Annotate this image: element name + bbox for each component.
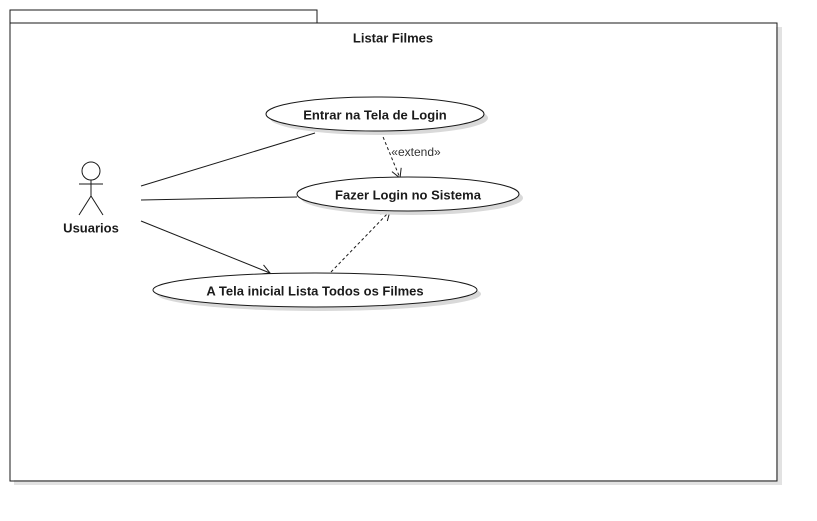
extend-stereotype-label: «extend» bbox=[391, 145, 441, 159]
association-home-list[interactable] bbox=[140, 220, 271, 275]
association-login-screen[interactable] bbox=[140, 132, 316, 187]
system-frame bbox=[9, 9, 782, 485]
use-case-home-list[interactable]: A Tela inicial Lista Todos os Filmes bbox=[206, 283, 424, 299]
use-case-login-screen-shape[interactable] bbox=[265, 96, 488, 135]
use-case-login[interactable]: Fazer Login no Sistema bbox=[335, 187, 481, 203]
use-case-home-list-shape[interactable] bbox=[152, 272, 481, 311]
actor-stick-figure[interactable] bbox=[78, 161, 104, 216]
extend-arrow[interactable] bbox=[380, 131, 402, 179]
frame-title: Listar Filmes bbox=[352, 30, 434, 46]
use-case-login-screen[interactable]: Entrar na Tela de Login bbox=[303, 107, 447, 123]
use-case-login-shape[interactable] bbox=[296, 176, 523, 215]
actor-name: Usuarios bbox=[63, 220, 119, 236]
association-login[interactable] bbox=[140, 196, 298, 201]
